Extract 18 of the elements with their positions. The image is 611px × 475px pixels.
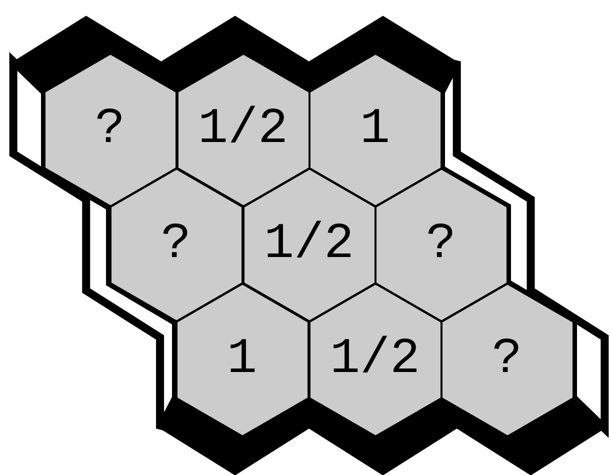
cell-value: ? [161, 220, 191, 270]
hex-cell [374, 168, 508, 322]
cell-value: ? [492, 335, 522, 385]
cell-value: 1/2 [264, 220, 354, 270]
cell-value: 1/2 [330, 335, 420, 385]
cell-value: ? [95, 105, 125, 155]
cell-value: 1/2 [198, 105, 288, 155]
hex-cell [242, 168, 376, 322]
hex-cell [308, 53, 442, 207]
hex-cell [176, 283, 308, 437]
cell-value: ? [426, 220, 456, 270]
hex-cell [308, 283, 442, 437]
cell-value: 1 [227, 335, 257, 385]
hex-cell [44, 53, 176, 207]
hex-cell [440, 283, 574, 437]
hex-cell [176, 53, 310, 207]
cell-value: 1 [360, 105, 390, 155]
hex-cell [110, 168, 242, 322]
